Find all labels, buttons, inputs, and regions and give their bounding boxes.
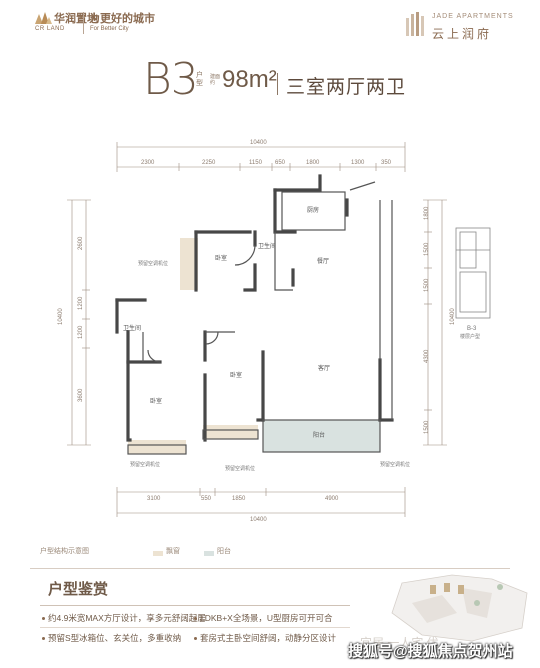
dimension-top: [116, 142, 406, 172]
building-icons: [430, 583, 503, 606]
header-divider: [83, 12, 84, 34]
dim-right-1: 1500: [424, 242, 430, 256]
header: 华润置地 CR LAND 为更好的城市 For Better City JADE…: [0, 0, 540, 44]
site-map: [391, 574, 528, 642]
dim-top-2: 2250: [202, 160, 216, 166]
ac-note-bottom-mid: 预留空调机位: [225, 465, 255, 472]
dim-right-total: 10400: [450, 308, 456, 325]
dimension-right: [423, 199, 447, 446]
feature-row-divider: [40, 627, 350, 628]
dim-top-total: 10400: [250, 140, 267, 146]
bay-window-bottom-left: [128, 440, 186, 454]
dim-top-5: 1800: [306, 160, 320, 166]
room-master-bedroom: 卧室: [150, 397, 162, 405]
mini-plan: [455, 227, 491, 319]
dim-right-4: 1500: [424, 420, 430, 434]
brand-name-en: CR LAND: [35, 26, 65, 32]
room-bedroom-middle: 卧室: [230, 371, 242, 379]
layout-description: 三室两厅两卫: [286, 77, 407, 98]
bay-window-bottom-mid: [203, 425, 258, 439]
dim-top-7: 350: [381, 160, 392, 166]
ac-note-top: 预留空调机位: [138, 260, 168, 267]
legend-bay-window: 飘窗: [166, 548, 180, 555]
dim-right-top: 1800: [424, 206, 430, 220]
dim-left-1: 2600: [78, 236, 84, 250]
dim-top-4: 650: [275, 160, 286, 166]
mini-plan-label: B-3: [467, 326, 477, 332]
legend-note: 户型结构示意图: [40, 548, 89, 555]
dim-bottom-1: 3100: [147, 496, 161, 502]
dim-left-2: 1200: [78, 296, 84, 310]
project-name: 云上润府: [432, 27, 493, 41]
balcony-area: [263, 420, 380, 452]
room-bedroom-top: 卧室: [215, 254, 227, 262]
slogan: 为更好的城市: [89, 13, 155, 25]
mini-plan-caption: 楼层户型: [460, 333, 480, 340]
dim-bottom-4: 4900: [325, 496, 339, 502]
feature-bullet: [194, 637, 197, 640]
feature-bullet: [42, 637, 45, 640]
feature-item-2: LDKB+X全场景，U型厨房可开可合: [200, 613, 333, 623]
room-bathroom-left: 卫生间: [123, 324, 141, 332]
dimension-bottom: [116, 487, 406, 517]
dim-left-4: 3600: [78, 388, 84, 402]
feature-item-1: 约4.9米宽MAX方厅设计，享多元舒阔起居: [48, 613, 206, 623]
brand-name: 华润置地: [54, 13, 98, 25]
area-label: 建面约: [210, 74, 221, 86]
room-bathroom-top: 卫生间: [258, 242, 276, 250]
area-value: 98m²: [222, 66, 277, 93]
unit-suffix: 户型: [196, 72, 203, 87]
bay-window-top: [180, 238, 198, 290]
walls: [115, 174, 394, 442]
dim-left-total: 10400: [58, 308, 64, 325]
dim-bottom-total: 10400: [250, 517, 267, 523]
dim-left-3: 1200: [78, 325, 84, 339]
room-dining: 餐厅: [317, 257, 329, 265]
features-title: 户型鉴赏: [48, 581, 109, 598]
room-living: 客厅: [318, 364, 330, 372]
dim-bottom-3: 1850: [232, 496, 246, 502]
dim-top-6: 1300: [351, 160, 365, 166]
dim-bottom-2: 550: [201, 496, 212, 502]
unit-code: B3: [143, 54, 199, 105]
feature-bullet: [194, 617, 197, 620]
floor-plan: 10400 2300 2250 1150 650 1800 1300 350 1…: [58, 140, 491, 523]
dim-top-1: 2300: [141, 160, 155, 166]
feature-bullet: [42, 617, 45, 620]
room-balcony: 阳台: [313, 431, 325, 439]
faded-overlay-text: 宜居 一人宅 优: [360, 636, 439, 650]
title-divider: [277, 73, 278, 95]
watermark: 搜狐号@搜狐焦点贺州站: [348, 643, 513, 660]
project-name-en: JADE APARTMENTS: [432, 13, 514, 20]
room-kitchen: 厨房: [307, 206, 319, 214]
dimension-left: [67, 199, 91, 446]
legend-divider: [30, 568, 510, 569]
dim-top-3: 1150: [249, 160, 263, 166]
slogan-en: For Better City: [90, 26, 129, 32]
feature-item-3: 预留S型冰箱位、玄关位，多重收纳: [48, 633, 182, 643]
feature-item-4: 套房式主卧空间舒阔，动静分区设计: [200, 633, 337, 643]
project-logo-icon: [406, 12, 424, 36]
dim-right-3: 4300: [424, 349, 430, 363]
ac-note-right: 预留空调机位: [380, 461, 410, 468]
dim-right-2: 1500: [424, 278, 430, 292]
inner-walls: [127, 181, 393, 455]
features-divider: [40, 605, 350, 606]
ac-note-bottom-left: 预留空调机位: [130, 461, 160, 468]
legend-balcony: 阳台: [217, 548, 231, 555]
legend-swatch-bay-window: [153, 551, 163, 556]
legend-swatch-balcony: [204, 551, 214, 556]
cr-land-logo-icon: [35, 12, 52, 24]
